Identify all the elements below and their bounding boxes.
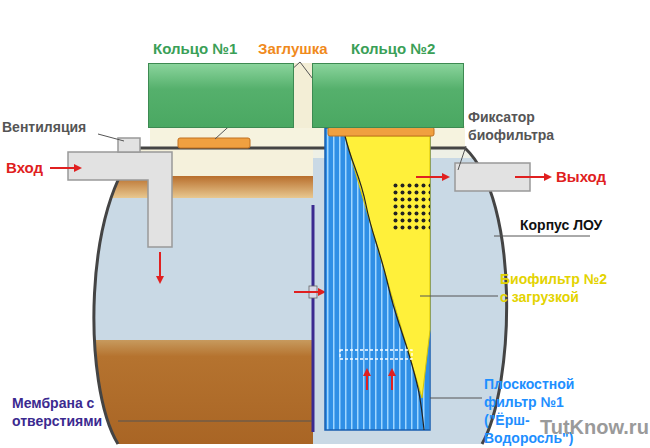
flow-arrow	[416, 176, 448, 178]
filter-load	[392, 182, 432, 230]
grid-support	[340, 350, 412, 359]
watermark: TutKnow.ru	[540, 418, 649, 436]
flow-arrow	[294, 291, 324, 293]
leader-line	[458, 146, 466, 170]
ring-title: Кольцо №2	[351, 40, 435, 57]
leader-line	[494, 236, 590, 237]
inlet-pipe	[68, 152, 172, 247]
membrane	[312, 205, 315, 432]
leader-line	[420, 296, 498, 297]
ring-title: Кольцо №1	[153, 40, 237, 57]
water	[80, 140, 520, 448]
ring-box: Кольцо №2	[312, 63, 464, 128]
flow-arrow	[391, 370, 393, 390]
flow-arrow	[159, 252, 161, 282]
callout-label: Биофильтр №2 с загрузкой	[500, 270, 612, 306]
plug	[178, 138, 250, 148]
leader-line	[98, 134, 124, 141]
callout-label: Заглушка	[258, 40, 328, 58]
tank-content	[80, 140, 520, 448]
callout-label: Плоскостной фильтр №1 ("Ёрш-Водоросль")	[484, 375, 584, 447]
callout-label: Корпус ЛОУ	[520, 216, 602, 234]
callout-label: Фиксатор биофильтра	[468, 108, 568, 144]
callout-label: Мембрана с отверстиями	[12, 394, 112, 430]
ring-box: Кольцо №1	[148, 63, 294, 128]
leader-lines	[98, 62, 590, 421]
leader-line	[118, 421, 312, 422]
flow-arrow	[366, 370, 368, 390]
leader-line	[430, 398, 482, 399]
filter-edge	[345, 136, 424, 430]
plug	[328, 127, 434, 136]
flow-arrow	[515, 176, 550, 178]
ring-gap	[294, 63, 312, 128]
callout-label: Вентиляция	[2, 118, 86, 136]
sludge-layer	[80, 340, 313, 448]
flow-label: Выход	[556, 168, 606, 186]
flow-label: Вход	[6, 159, 43, 177]
planar-filter	[325, 128, 430, 430]
flow-arrow	[50, 167, 80, 169]
